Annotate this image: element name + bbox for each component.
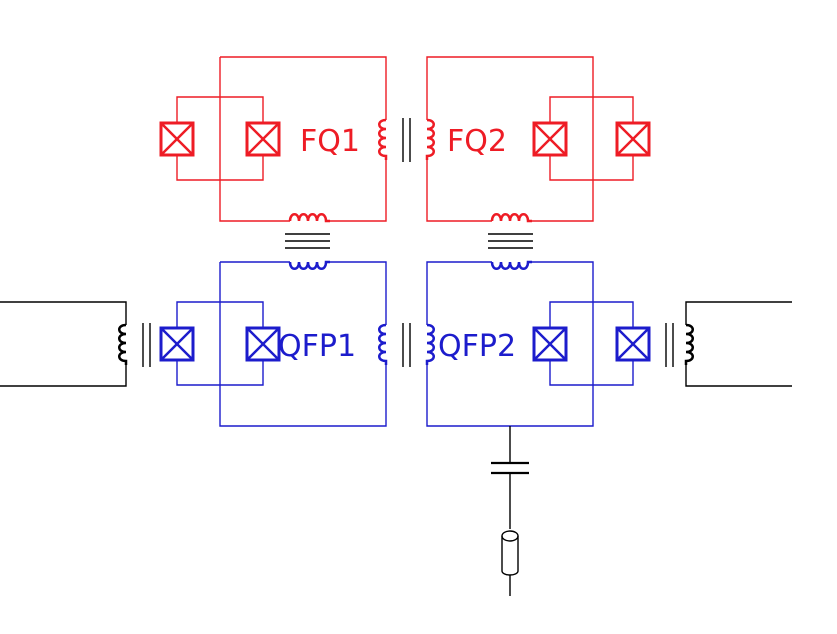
qfp1-outer-loop xyxy=(219,261,387,427)
inductor-coil-icon xyxy=(378,323,388,367)
inductor-coil-icon xyxy=(425,118,435,162)
qfp-1: QFP1 xyxy=(159,260,388,427)
bias-line-left xyxy=(0,301,151,387)
readout-line xyxy=(491,426,529,596)
fq1-label: FQ1 xyxy=(300,124,360,159)
fq1-outer-loop xyxy=(219,56,387,222)
qfp1-label: QFP1 xyxy=(278,329,356,364)
qfp2-label: QFP2 xyxy=(438,329,516,364)
fq2-outer-loop xyxy=(426,56,594,222)
coupling-core-fq2-qfp2 xyxy=(488,233,533,249)
coupling-core-fq xyxy=(402,118,411,162)
josephson-junction-icon xyxy=(245,121,281,157)
bias-line-right xyxy=(665,301,792,387)
josephson-junction-icon xyxy=(532,121,568,157)
josephson-junction-icon xyxy=(245,326,281,362)
qfp2-outer-loop xyxy=(426,261,594,427)
inductor-coil-icon xyxy=(425,323,435,367)
inductor-coil-icon xyxy=(288,260,332,270)
josephson-junction-icon xyxy=(615,121,651,157)
inductor-coil-icon xyxy=(490,213,534,223)
josephson-junction-icon xyxy=(159,326,195,362)
capacitor-icon xyxy=(491,461,529,475)
flux-qubit-1: FQ1 xyxy=(159,56,388,223)
inductor-coil-icon xyxy=(378,118,388,162)
coupling-core-qfp xyxy=(402,323,411,367)
inductor-coil-icon xyxy=(288,213,332,223)
josephson-junction-icon xyxy=(615,326,651,362)
inductor-coil-icon xyxy=(490,260,534,270)
inductor-coil-icon xyxy=(684,323,694,367)
flux-qubit-2: FQ2 xyxy=(425,56,651,223)
inductor-coil-icon xyxy=(118,323,128,367)
josephson-junction-icon xyxy=(159,121,195,157)
josephson-junction-icon xyxy=(532,326,568,362)
fq2-label: FQ2 xyxy=(447,124,507,159)
coaxial-line-icon xyxy=(501,530,519,576)
qfp-2: QFP2 xyxy=(425,260,651,427)
coupling-core-fq1-qfp1 xyxy=(285,233,330,249)
